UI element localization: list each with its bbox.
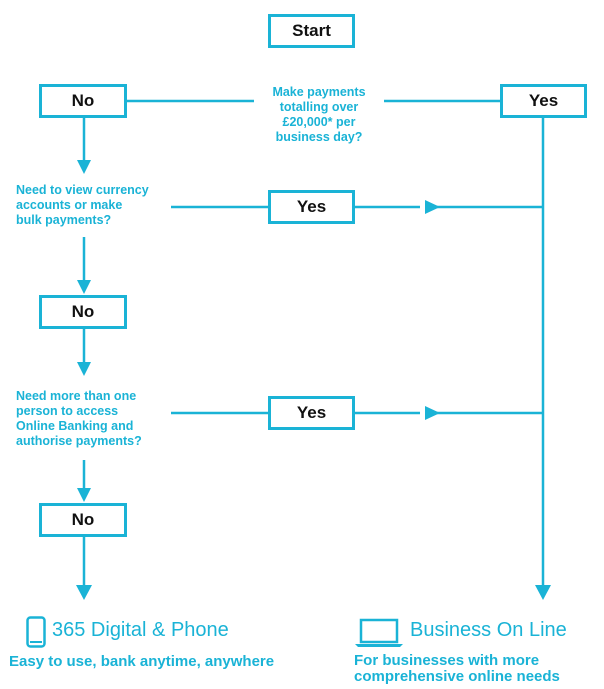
laptop-icon (355, 618, 403, 647)
question-line: bulk payments? (16, 213, 112, 227)
question-currency-bulk-payments: Need to view currency accounts or make b… (16, 183, 171, 228)
outcome-subtitle-business: For businesses with more comprehensive o… (354, 653, 560, 685)
outcome-title-365-digital-phone: 365 Digital & Phone (52, 619, 229, 641)
question-multiple-users: Need more than one person to access Onli… (16, 389, 171, 449)
outcome-subtitle-365: Easy to use, bank anytime, anywhere (9, 654, 274, 670)
question-line: £20,000* per (282, 115, 356, 129)
question-line: Need to view currency (16, 183, 149, 197)
question-line: Online Banking and (16, 419, 134, 433)
question-line: authorise payments? (16, 434, 142, 448)
question-line: totalling over (279, 100, 359, 114)
arrow-down-icon (77, 280, 91, 294)
no-node-3: No (39, 503, 127, 537)
question-line: person to access (16, 404, 119, 418)
no-node-2: No (39, 295, 127, 329)
start-node: Start (268, 14, 355, 48)
arrow-down-icon (77, 488, 91, 502)
arrow-right-icon (425, 406, 440, 420)
mobile-phone-icon (26, 616, 46, 648)
yes-node-1: Yes (500, 84, 587, 118)
no-node-1: No (39, 84, 127, 118)
arrow-down-icon (77, 160, 91, 174)
outcome-subtitle-line: For businesses with more (354, 652, 540, 669)
question-line: Make payments (272, 85, 366, 99)
question-line: accounts or make (16, 198, 123, 212)
arrow-right-icon (425, 200, 440, 214)
outcome-subtitle-line: comprehensive online needs (354, 668, 560, 685)
outcome-title-business-on-line: Business On Line (410, 619, 567, 641)
arrow-down-icon (535, 585, 551, 600)
question-line: business day? (275, 130, 363, 144)
question-payments-over-20000: Make payments totalling over £20,000* pe… (254, 85, 384, 145)
question-line: Need more than one (16, 389, 137, 403)
yes-node-2: Yes (268, 190, 355, 224)
arrow-down-icon (77, 362, 91, 376)
arrow-down-icon (76, 585, 92, 600)
yes-node-3: Yes (268, 396, 355, 430)
outcome-subtitle-line: Easy to use, bank anytime, anywhere (9, 653, 275, 670)
